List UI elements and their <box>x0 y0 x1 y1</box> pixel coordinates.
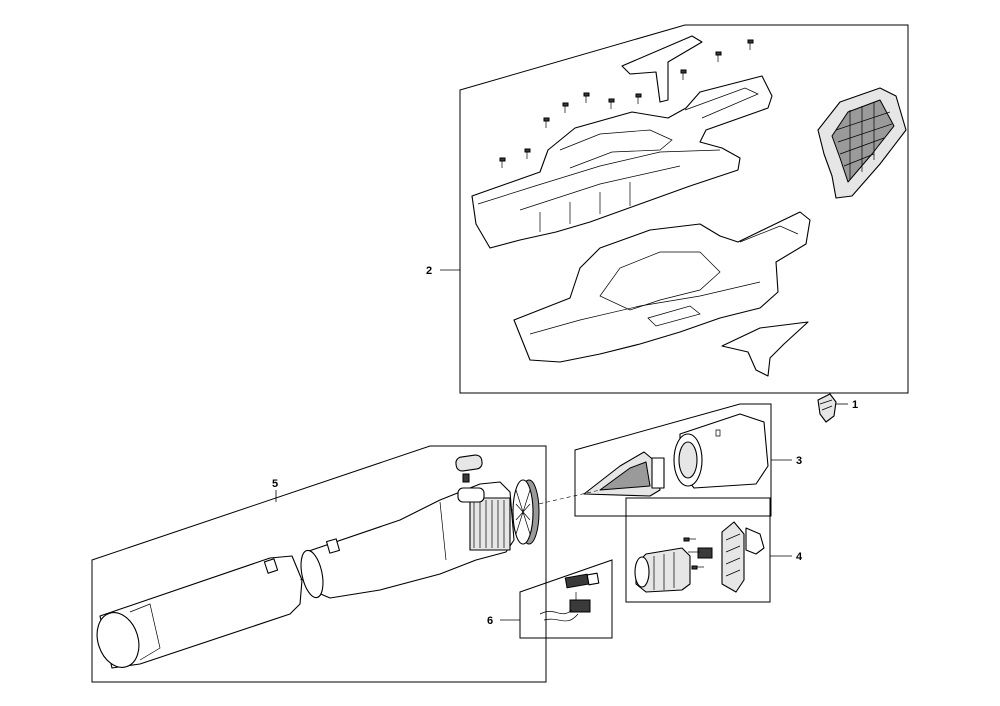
left-housing-shell <box>471 75 773 249</box>
release-spring <box>462 473 470 483</box>
callout-6-label: 6 <box>487 615 493 627</box>
dc-motor <box>635 547 691 593</box>
inlet-grille-cap <box>512 479 540 545</box>
motor-assembly-group: 4 <box>625 497 803 603</box>
tube-latch <box>457 487 485 503</box>
motor-group-frame <box>625 497 771 603</box>
fan-housing-group: 3 <box>574 403 802 517</box>
callout-2-label: 2 <box>426 265 432 277</box>
switch-part-1: 1 <box>817 393 858 423</box>
wiring-group: 6 <box>487 559 613 639</box>
air-intake-grille <box>817 87 907 199</box>
blower-tube-group: 5 <box>91 445 601 683</box>
tube-group-frame <box>91 445 547 683</box>
callout-4-label: 4 <box>796 551 803 563</box>
fan-cap <box>745 527 765 555</box>
callout-5-label: 5 <box>272 478 278 490</box>
terminal-block <box>569 599 591 613</box>
nozzle-deflector <box>721 321 809 377</box>
housing-assembly-group: 2 <box>426 24 909 394</box>
tube-ribbed-section <box>469 497 511 551</box>
housing-screws <box>499 39 754 168</box>
motor-screws <box>683 537 704 570</box>
housing-group-frame <box>459 24 909 394</box>
release-button <box>455 454 483 472</box>
right-housing-shell <box>513 211 811 363</box>
nose-clip <box>651 457 665 489</box>
switch-module <box>564 573 590 589</box>
callout-1-label: 1 <box>852 399 858 411</box>
fan-impeller <box>721 521 745 593</box>
wiring-group-frame <box>519 559 613 639</box>
callout-3-label: 3 <box>796 455 802 467</box>
trigger-bracket <box>621 35 703 103</box>
motor-coupler <box>697 547 713 559</box>
